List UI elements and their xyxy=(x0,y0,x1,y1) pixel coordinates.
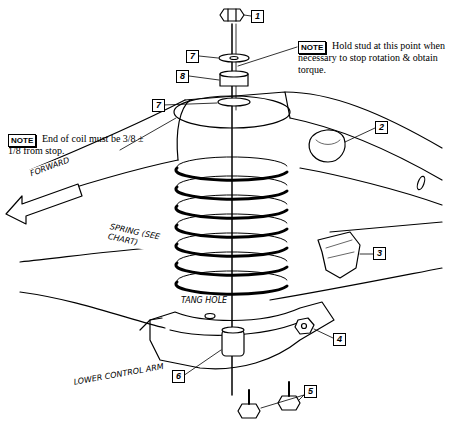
spring-coil xyxy=(176,282,287,294)
spring-coil-back xyxy=(177,195,287,206)
callout-number: 1 xyxy=(251,10,264,23)
callout-number: 7 xyxy=(186,50,199,63)
part-label: LOWER CONTROL ARM xyxy=(72,362,165,388)
spring-coil-back xyxy=(177,157,287,168)
part-label: TANG HOLE xyxy=(180,296,228,306)
callout-number: 4 xyxy=(333,333,346,346)
spring-coil-back xyxy=(177,233,287,244)
part-label: SPRING (SEE CHART) xyxy=(106,222,173,255)
callout-number: 6 xyxy=(172,370,185,383)
callout-number: 7 xyxy=(152,99,165,112)
note-tag: NOTE xyxy=(8,134,36,147)
spring-coil-back xyxy=(177,252,287,263)
callout-number: 8 xyxy=(176,70,189,83)
note-tag: NOTE xyxy=(298,41,326,54)
spring-coil-back xyxy=(177,214,287,225)
callout-number: 3 xyxy=(373,247,386,260)
spring-coil-back xyxy=(177,176,287,187)
direction-label: FORWARD xyxy=(28,155,72,179)
callout-number: 5 xyxy=(304,385,317,398)
callout-number: 2 xyxy=(375,121,388,134)
spring-coil-back xyxy=(177,271,287,282)
